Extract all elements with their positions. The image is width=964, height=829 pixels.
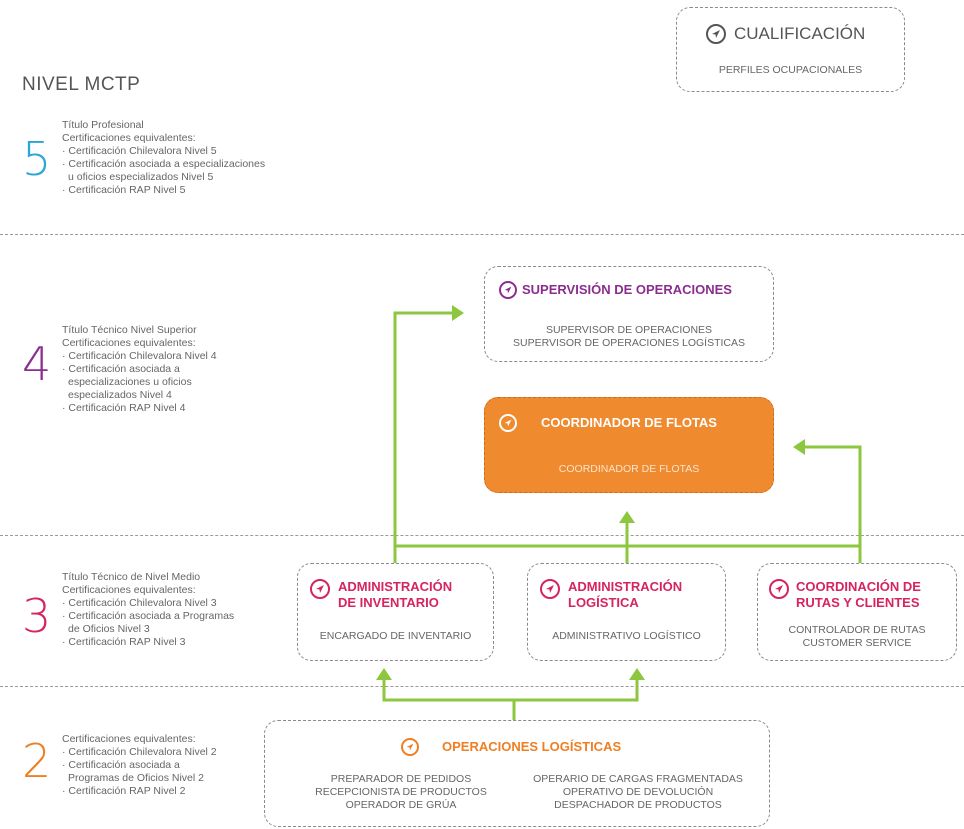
supervision-title: SUPERVISIÓN DE OPERACIONES — [522, 282, 732, 297]
compass-icon — [401, 738, 419, 756]
nivel-mctp-title: NIVEL MCTP — [22, 74, 141, 95]
legend-box: CUALIFICACIÓN PERFILES OCUPACIONALES — [676, 7, 905, 92]
operaciones-title: OPERACIONES LOGÍSTICAS — [442, 739, 622, 754]
compass-icon — [706, 24, 726, 44]
level-number-5: 5 — [22, 132, 52, 186]
level-divider-4-3 — [0, 535, 964, 536]
compass-icon — [540, 579, 560, 599]
compass-icon — [769, 579, 789, 599]
supervision-operaciones-box: SUPERVISIÓN DE OPERACIONES SUPERVISOR DE… — [484, 266, 774, 362]
level-number-4: 4 — [22, 337, 52, 391]
level-divider-3-2 — [0, 686, 964, 687]
level-divider-5-4 — [0, 234, 964, 235]
legend-subtitle: PERFILES OCUPACIONALES — [718, 64, 863, 76]
legend-title: CUALIFICACIÓN — [734, 24, 866, 43]
coordinador-title: COORDINADOR DE FLOTAS — [541, 415, 717, 430]
inventario-profiles: ENCARGADO DE INVENTARIO — [319, 630, 472, 642]
compass-icon — [499, 281, 517, 299]
level-number-2: 2 — [22, 734, 52, 788]
level-number-3: 3 — [22, 589, 52, 643]
operaciones-logisticas-box: OPERACIONES LOGÍSTICAS PREPARADOR DE PED… — [264, 720, 770, 827]
coordinador-profiles: COORDINADOR DE FLOTAS — [558, 463, 700, 475]
coordinador-flotas-box: COORDINADOR DE FLOTAS COORDINADOR DE FLO… — [484, 397, 774, 493]
compass-icon — [499, 414, 517, 432]
level-2-description: Certificaciones equivalentes:· Certifica… — [62, 733, 217, 797]
compass-icon — [310, 579, 330, 599]
logistica-profiles: ADMINISTRATIVO LOGÍSTICO — [552, 630, 701, 642]
